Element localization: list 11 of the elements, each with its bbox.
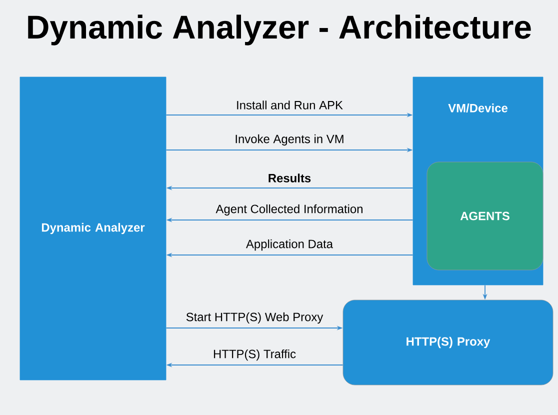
agents-box: AGENTS	[426, 162, 544, 270]
title: Dynamic Analyzer - Architecture	[28, 14, 531, 46]
edge-label: HTTP(S) Traffic	[212, 348, 298, 362]
proxy-box: HTTP(S) Proxy	[342, 300, 554, 386]
component-box: Dynamic Analyzer	[20, 76, 166, 380]
edge-label: Invoke Agents in VM	[234, 133, 346, 147]
edge-label: Start HTTP(S) Web Proxy	[184, 311, 324, 325]
edge-label: Results	[266, 172, 312, 184]
edge-label: Install and Run APK	[235, 100, 344, 110]
edge-label: Application Data	[244, 238, 334, 252]
edge-label: Agent Collected Information	[214, 203, 364, 217]
